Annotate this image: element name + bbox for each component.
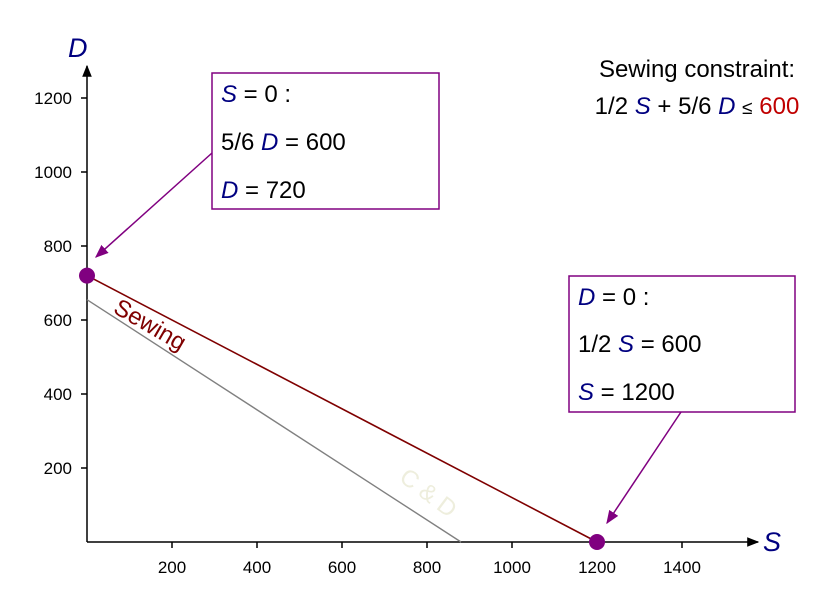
y-ticks: 200 400 600 800 1000 1200 [34,89,87,478]
constraint-title: Sewing constraint: [599,56,795,83]
series-line-cd [86,299,462,543]
callout-s0-line1: S = 0 : [221,81,291,108]
y-tick-label: 400 [44,385,72,404]
intercept-point [589,534,605,550]
y-tick-label: 1200 [34,89,72,108]
series-label-cd: C & D [394,463,461,523]
series-line-sewing [86,274,598,543]
y-tick-label: 200 [44,459,72,478]
y-axis-label: D [68,33,88,63]
callout-s0-line3: D = 720 [221,177,306,204]
x-tick-label: 600 [328,558,356,577]
x-tick-label: 1000 [493,558,531,577]
callout-box-d0: D = 0 : 1/2 S = 600 S = 1200 [568,275,796,413]
intercept-points [79,267,605,550]
callout-d0-line2: 1/2 S = 600 [578,331,701,358]
x-axis-label: S [763,527,781,557]
series-lines [86,274,598,543]
x-tick-label: 1400 [663,558,701,577]
y-tick-label: 1000 [34,163,72,182]
x-tick-label: 400 [243,558,271,577]
callout-box-s0: S = 0 : 5/6 D = 600 D = 720 [211,72,440,210]
callout-d0-line3: S = 1200 [578,379,675,406]
intercept-point [79,267,95,284]
x-tick-label: 800 [413,558,441,577]
callout-arrow-d0 [606,411,682,525]
series-label-sewing: Sewing [109,294,191,357]
callout-box-d0-frame [568,275,796,413]
y-tick-label: 600 [44,311,72,330]
x-tick-label: 200 [158,558,186,577]
y-tick-label: 800 [44,237,72,256]
x-ticks: 200 400 600 800 1000 1200 1400 [158,542,701,577]
constraint-inequality: 1/2 S + 5/6 D ≤ 600 [595,93,800,120]
callout-arrow-s0 [94,152,213,258]
x-tick-label: 1200 [578,558,616,577]
callout-box-s0-frame [211,72,440,210]
callout-d0-line1: D = 0 : [578,284,649,311]
callout-s0-line2: 5/6 D = 600 [221,129,346,156]
